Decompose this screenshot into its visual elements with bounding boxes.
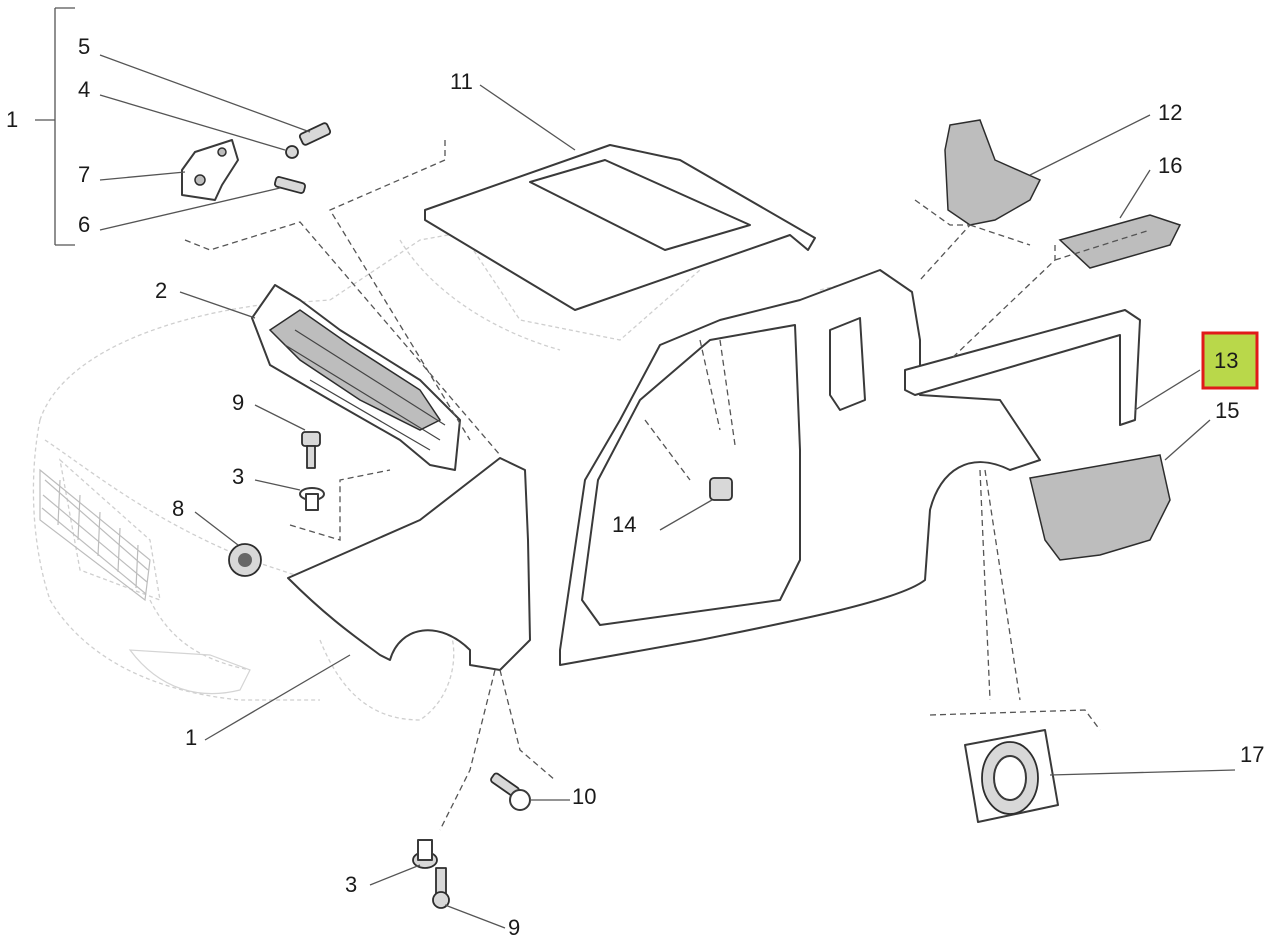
callout-10: 10 xyxy=(572,784,596,809)
callout-labels: 1 5 4 7 6 2 9 3 8 1 11 12 16 15 14 10 3 … xyxy=(6,34,1264,940)
fasteners-mid xyxy=(228,431,325,577)
nut-4-icon xyxy=(285,145,299,159)
liner-15 xyxy=(1029,454,1171,561)
callout-7: 7 xyxy=(78,162,90,187)
callout-16: 16 xyxy=(1158,153,1182,178)
bolt-5-icon xyxy=(298,122,332,146)
callout-2: 2 xyxy=(155,278,167,303)
callout-3-mid: 3 xyxy=(232,464,244,489)
callout-1-bottom: 1 xyxy=(185,725,197,750)
callout-9-mid: 9 xyxy=(232,390,244,415)
bolt-6-icon xyxy=(273,176,307,194)
bracket-16 xyxy=(1058,214,1182,269)
rear-window-opening xyxy=(829,317,866,411)
bracket-assembly xyxy=(181,122,332,201)
callout-17: 17 xyxy=(1240,742,1264,767)
plug-14-icon xyxy=(709,477,733,501)
leader-lines xyxy=(35,7,1236,929)
callout-12: 12 xyxy=(1158,100,1182,125)
door-opening xyxy=(581,324,801,626)
fasteners-bottom xyxy=(412,772,531,909)
callout-6: 6 xyxy=(78,212,90,237)
screw-9-shank-icon xyxy=(306,445,316,469)
callout-5: 5 xyxy=(78,34,90,59)
callout-15: 15 xyxy=(1215,398,1239,423)
grille-pattern xyxy=(39,468,151,602)
screw-9-head-icon xyxy=(301,431,321,447)
callout-14: 14 xyxy=(612,512,636,537)
bracket-7-icon xyxy=(181,139,239,201)
bracket-12 xyxy=(944,119,1042,226)
front-fender-1 xyxy=(287,457,531,671)
callout-4: 4 xyxy=(78,77,90,102)
cowl-panel-2 xyxy=(251,284,461,471)
highlight-box[interactable] xyxy=(1201,331,1259,390)
callout-8: 8 xyxy=(172,496,184,521)
roof-panel-11 xyxy=(424,144,816,311)
callout-1-top: 1 xyxy=(6,107,18,132)
rail-13 xyxy=(904,309,1141,426)
callout-9-bottom: 9 xyxy=(508,915,520,940)
fuel-door-17 xyxy=(964,729,1059,823)
highlighted-callout-13[interactable]: 13 xyxy=(1201,331,1259,390)
callout-11: 11 xyxy=(450,69,473,94)
callout-13: 13 xyxy=(1214,348,1238,373)
callout-3-bottom: 3 xyxy=(345,872,357,897)
